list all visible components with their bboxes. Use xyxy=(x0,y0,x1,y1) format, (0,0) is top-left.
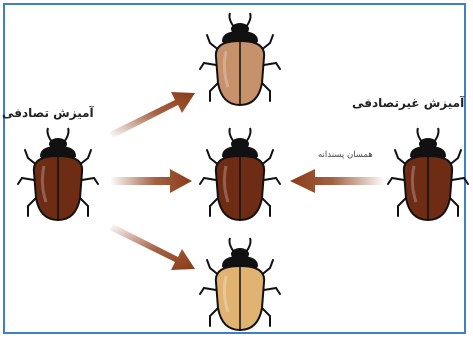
beetle-antenna xyxy=(434,128,439,142)
beetle-antenna xyxy=(246,13,251,27)
arrow-to-bottom xyxy=(110,224,195,270)
beetle-antenna xyxy=(230,13,235,27)
beetle-source-left xyxy=(18,128,98,220)
beetle-antenna xyxy=(64,128,69,142)
beetle-leg xyxy=(452,178,468,184)
nonrandom-mating-label: آمیزش غیرتصادفی xyxy=(352,96,464,110)
beetle-antenna xyxy=(418,128,423,142)
beetle-antenna xyxy=(230,238,235,252)
beetle-leg xyxy=(200,288,216,294)
beetle-offspring-middle xyxy=(200,128,280,220)
beetle-leg xyxy=(388,178,404,184)
beetle-leg xyxy=(82,178,98,184)
random-mating-label: آمیزش تصادفی xyxy=(2,106,94,120)
beetle-leg xyxy=(264,288,280,294)
beetle-leg xyxy=(200,178,216,184)
beetle-leg xyxy=(18,178,34,184)
beetle-antenna xyxy=(246,128,251,142)
beetle-antenna xyxy=(48,128,53,142)
beetle-leg xyxy=(264,63,280,69)
arrow-to-top xyxy=(110,92,195,138)
beetle-antenna xyxy=(230,128,235,142)
arrow-assortative xyxy=(290,169,385,193)
beetle-antenna xyxy=(246,238,251,252)
assortative-mating-label: همسان پسندانه xyxy=(318,150,373,160)
beetle-leg xyxy=(200,63,216,69)
beetle-offspring-top xyxy=(200,13,280,105)
beetle-offspring-bottom xyxy=(200,238,280,330)
beetle-leg xyxy=(264,178,280,184)
arrow-to-middle xyxy=(110,169,192,193)
beetle-source-right xyxy=(388,128,468,220)
